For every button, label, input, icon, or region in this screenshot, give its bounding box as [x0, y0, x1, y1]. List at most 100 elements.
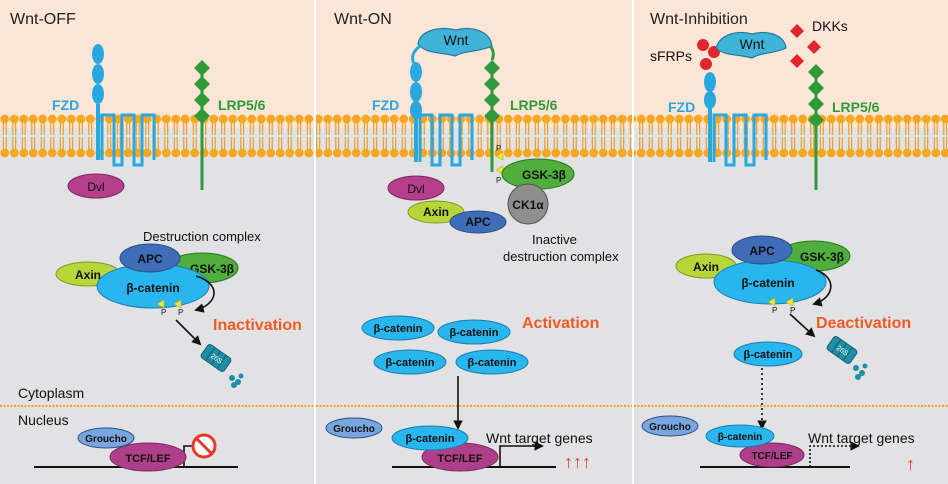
no-transcription-icon — [191, 433, 217, 459]
beta-catenin-label: β-catenin — [374, 323, 423, 335]
beta-catenin-label: β-catenin — [386, 357, 435, 369]
phosphorylation-arrow — [194, 275, 215, 313]
phospho-label-1: P — [161, 308, 166, 317]
proteasome-26s — [200, 344, 244, 388]
beta-catenin-label: β-catenin — [744, 349, 793, 361]
apc-label: APC — [465, 215, 491, 229]
panel-title: Wnt-OFF — [10, 11, 76, 28]
apc-protein — [449, 210, 507, 234]
target-genes-label: Wnt target genes — [808, 430, 915, 446]
groucho-protein — [77, 427, 135, 449]
tcf-lef-label: TCF/LEF — [751, 451, 792, 462]
wnt-label: Wnt — [740, 36, 765, 52]
lrp-label: LRP5/6 — [510, 97, 558, 113]
tcf-lef-protein — [109, 442, 187, 472]
inactive-complex-caption-1: Inactive — [532, 232, 577, 247]
extracellular-bg — [0, 0, 314, 128]
nuclear-beta-catenin — [391, 425, 469, 451]
free-beta-catenin-group — [361, 315, 529, 375]
lrp-coreceptor — [808, 64, 824, 190]
cell-membrane — [316, 113, 632, 159]
phosphorylation-arrow — [812, 269, 832, 307]
ck1a-protein — [507, 183, 549, 225]
extracellular-bg — [316, 0, 632, 128]
sfrp-label: sFRPs — [650, 48, 692, 64]
cell-membrane — [634, 113, 948, 159]
groucho-protein — [325, 417, 383, 439]
groucho-label: Groucho — [649, 422, 691, 433]
axin-label: Axin — [693, 260, 719, 274]
upregulation-arrow: ↑ — [906, 454, 915, 474]
target-genes-label: Wnt target genes — [486, 430, 593, 446]
beta-catenin-label: β-catenin — [468, 357, 517, 369]
beta-catenin-label: β-catenin — [741, 276, 794, 290]
axin-label: Axin — [75, 268, 101, 282]
apc-protein — [119, 243, 181, 273]
lrp-coreceptor — [484, 44, 500, 172]
phosphate-marks — [767, 297, 794, 307]
dvl-protein — [387, 175, 445, 201]
fzd-receptor — [92, 44, 156, 167]
tcf-lef-label: TCF/LEF — [125, 453, 170, 465]
groucho-protein — [641, 415, 699, 437]
dvl-label: Dvl — [407, 182, 424, 196]
fzd-label: FZD — [668, 99, 695, 115]
panel-wnt-off: Wnt-OFF FZD LRP5/6 Dvl Destruction compl… — [0, 0, 314, 484]
dvl-protein — [67, 173, 125, 199]
beta-catenin-label: β-catenin — [406, 433, 455, 445]
transcription-arrow — [499, 441, 544, 467]
lrp-label: LRP5/6 — [832, 99, 880, 115]
sfrp-molecules — [697, 39, 720, 70]
dvl-label: Dvl — [87, 180, 104, 194]
groucho-label: Groucho — [333, 424, 375, 435]
dkk-label: DKKs — [812, 18, 848, 34]
nuclear-beta-catenin — [705, 424, 775, 448]
upregulation-arrows: ↑↑↑ — [564, 452, 591, 472]
groucho-label: Groucho — [85, 434, 127, 445]
degradation-arrow — [789, 313, 816, 338]
fzd-label: FZD — [372, 97, 399, 113]
lrp-coreceptor — [194, 60, 210, 190]
panel-wnt-inhibition: Wnt-Inhibition DKKs sFRPs Wnt FZD — [634, 0, 948, 484]
tcf-lef-label: TCF/LEF — [437, 453, 482, 465]
panel-wnt-on: Wnt-ON Wnt FZD LRP5/6 P P — [316, 0, 632, 484]
apc-label: APC — [137, 252, 163, 266]
fzd-receptor — [410, 44, 474, 167]
inactive-complex-caption-2: destruction complex — [503, 249, 619, 264]
panel-title: Wnt-ON — [334, 11, 392, 28]
extracellular-bg — [634, 0, 948, 128]
fzd-receptor — [704, 72, 768, 167]
beta-catenin-label: β-catenin — [450, 327, 499, 339]
gsk3b-label: GSK-3β — [190, 262, 234, 276]
wnt-label: Wnt — [444, 32, 469, 48]
wnt-ligand — [715, 31, 787, 59]
proteasome-26s — [826, 336, 868, 380]
phospho-label-2: P — [178, 308, 183, 317]
phosphate-marks — [495, 151, 504, 175]
deactivation-label: Deactivation — [816, 315, 911, 332]
ck1a-label: CK1α — [512, 198, 544, 212]
phospho-label-1: P — [496, 144, 501, 153]
phospho-label-1: P — [772, 306, 777, 315]
transcription-arrow — [809, 441, 860, 467]
phospho-label-2: P — [790, 306, 795, 315]
fzd-label: FZD — [52, 97, 79, 113]
apc-protein — [731, 235, 793, 265]
degradation-arrow — [175, 319, 202, 346]
beta-catenin-label: β-catenin — [126, 281, 179, 295]
free-beta-catenin — [733, 341, 803, 367]
activation-label: Activation — [522, 315, 599, 332]
gsk3b-label: GSK-3β — [800, 250, 844, 264]
lrp-label: LRP5/6 — [218, 97, 266, 113]
axin-label: Axin — [423, 205, 449, 219]
phospho-label-2: P — [496, 176, 501, 185]
apc-label: APC — [749, 244, 775, 258]
beta-catenin-label: β-catenin — [718, 432, 762, 443]
dkk-molecules — [790, 24, 821, 68]
inactivation-label: Inactivation — [213, 317, 302, 334]
cell-membrane — [0, 113, 314, 159]
panel-title: Wnt-Inhibition — [650, 11, 748, 28]
destruction-complex-caption: Destruction complex — [143, 229, 261, 244]
